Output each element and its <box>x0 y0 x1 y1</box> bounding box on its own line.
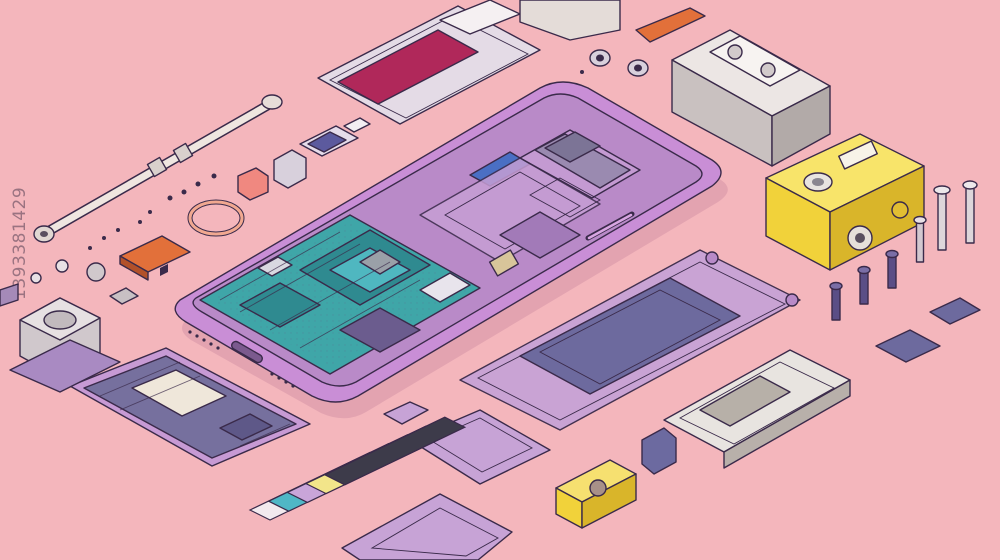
color-swatch <box>323 416 467 486</box>
microphone-part <box>641 427 677 475</box>
screw-set <box>829 180 978 321</box>
top-box-part <box>519 0 621 41</box>
purple-pad-left <box>9 339 121 393</box>
small-clip-bottom <box>383 401 429 425</box>
small-brackets-right <box>875 297 981 363</box>
small-components <box>30 117 371 305</box>
color-swatch-strip <box>248 416 467 521</box>
orange-flex-tab <box>635 7 706 43</box>
earpiece-assembly <box>663 349 851 469</box>
processor-chip <box>359 249 401 275</box>
sim-tray-chip <box>419 272 471 303</box>
speaker-grille <box>188 330 295 388</box>
purple-bracket-bottom <box>409 409 551 485</box>
grey-speaker-module <box>671 29 831 167</box>
midframe-plate <box>459 249 801 431</box>
camera-lens-caps <box>580 49 649 77</box>
battery-area <box>419 157 601 263</box>
lower-left-circuit-board <box>69 347 311 467</box>
memory-chip <box>339 307 421 353</box>
shield-plate <box>519 277 741 395</box>
board-label <box>131 369 227 417</box>
pry-tool <box>33 94 283 243</box>
crimson-card <box>337 29 479 105</box>
side-button <box>587 213 633 240</box>
lower-board-piece <box>341 493 513 560</box>
yellow-vibration-motor <box>555 459 637 529</box>
gold-chip <box>488 249 520 277</box>
phone-chassis <box>174 81 728 419</box>
yellow-camera-module <box>765 133 925 271</box>
card-tray-top <box>317 0 706 125</box>
charging-port <box>231 340 263 364</box>
